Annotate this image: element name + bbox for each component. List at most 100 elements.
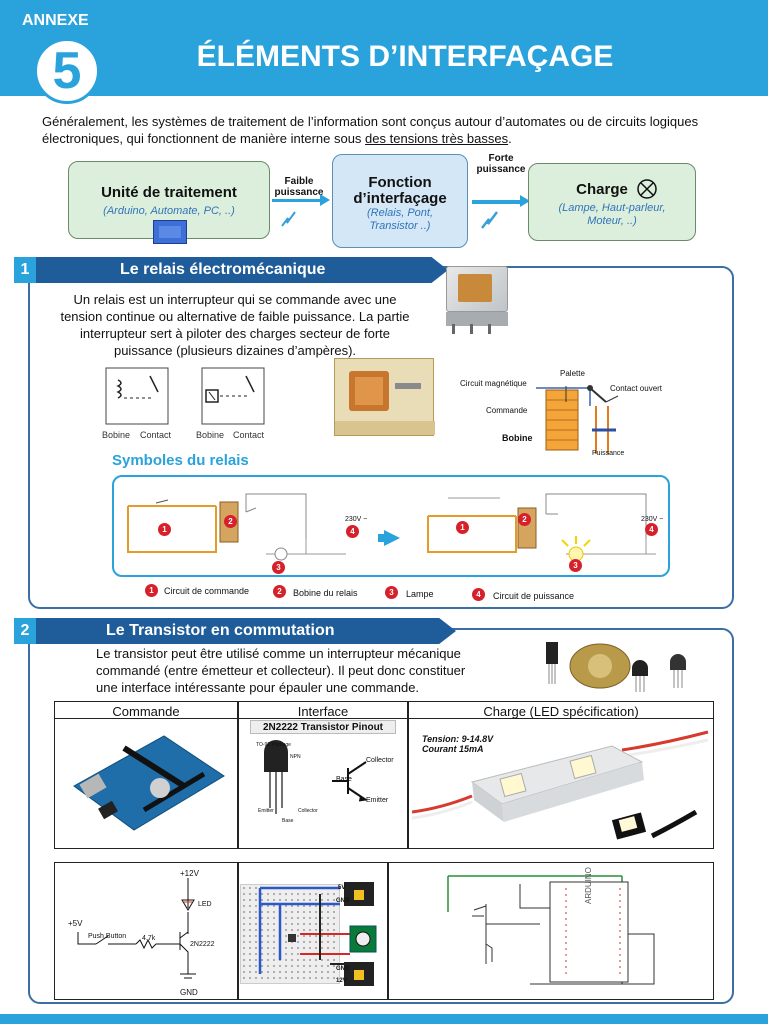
relay-diagram xyxy=(536,385,619,454)
bb-12v: 12V xyxy=(336,978,347,984)
header-commande: Commande xyxy=(112,704,180,719)
voltage-label-1: 230V ~ xyxy=(345,516,368,523)
transistor-schematic xyxy=(77,878,196,979)
annex-number: 5 xyxy=(52,42,82,100)
sch-push-button: Push Button xyxy=(88,933,127,940)
relais-text-2: tension continue ou alternative de faibl… xyxy=(60,309,410,324)
header-charge: Charge (LED spécification) xyxy=(483,704,639,719)
relay-circuit-diagrams xyxy=(127,493,656,562)
faible-line1: Faible xyxy=(284,176,314,187)
faible-puissance-label: Faible puissance xyxy=(272,176,326,198)
pinout-base: Base xyxy=(336,776,352,783)
fonction-title-2: d’interfaçage xyxy=(353,190,447,207)
bb-5v: 5V xyxy=(338,885,346,891)
charge-sub-1: (Lampe, Haut-parleur, xyxy=(558,202,666,214)
sym1-bobine: Bobine xyxy=(102,430,131,440)
label-contact-ouvert: Contact ouvert xyxy=(610,384,663,393)
relais-text-1: Un relais est un interrupteur qui se com… xyxy=(73,292,397,307)
bb-gnd-1: GND xyxy=(336,898,350,904)
charge-sub-2: Moteur, ..) xyxy=(587,215,637,227)
transistor-photos xyxy=(546,642,686,692)
cell-arduino-schematic xyxy=(388,862,714,1000)
legend-label-2: Bobine du relais xyxy=(293,588,358,598)
transistor-text-2: commandé (entre émetteur et collecteur).… xyxy=(96,663,466,678)
circuit-marker-3: 3 xyxy=(272,561,285,574)
arduino-board-photo xyxy=(73,735,225,831)
breadboard-wiring xyxy=(258,882,377,986)
pinout-package: TO-92 Package xyxy=(256,742,291,748)
sch-led: LED xyxy=(198,901,212,908)
relay-symbol-1 xyxy=(105,367,169,425)
intro-underlined: des tensions très basses xyxy=(365,131,509,146)
sch-resistor: 4.7k xyxy=(142,935,156,942)
forte-line1: Forte xyxy=(488,153,514,164)
microchip-icon xyxy=(153,220,187,244)
legend-num-2: 2 xyxy=(273,585,286,598)
label-circuit-magnetique: Circuit magnétique xyxy=(460,379,527,388)
legend-label-1: Circuit de commande xyxy=(164,586,250,596)
footer-band xyxy=(0,1014,768,1024)
led-module-photo xyxy=(412,730,709,840)
voltage-label-2: 230V ~ xyxy=(641,516,664,523)
intro-end: . xyxy=(508,131,512,146)
cell-charge xyxy=(408,701,714,849)
circuit-marker-1: 1 xyxy=(158,523,171,536)
section-1-number: 1 xyxy=(14,257,36,283)
intro-text: Généralement, les systèmes de traitement… xyxy=(42,114,699,146)
pinout-collector: Collector xyxy=(366,757,394,764)
transistor-text-3: une interface intéressante pour épauler … xyxy=(96,680,420,695)
section-2-number: 2 xyxy=(14,618,36,644)
unite-title: Unité de traitement xyxy=(101,184,237,201)
sch-2n2222: 2N2222 xyxy=(190,941,215,948)
header-band xyxy=(0,0,768,96)
bb-gnd-2: GND xyxy=(336,966,350,972)
transistor-text-1: Le transistor peut être utilisé comme un… xyxy=(96,646,461,661)
arduino-schematic xyxy=(447,875,655,985)
relais-paragraph: Un relais est un interrupteur qui se com… xyxy=(40,291,430,359)
relay-photo xyxy=(440,258,514,336)
fonction-title-1: Fonction xyxy=(368,174,432,191)
legend-num-4: 4 xyxy=(472,588,485,601)
cell-schematic xyxy=(54,862,238,1000)
pinout-emitter: Emitter xyxy=(366,797,389,804)
header-interface: Interface xyxy=(297,704,349,719)
sch-5v: +5V xyxy=(68,919,83,928)
arrow-2-line xyxy=(472,200,522,204)
arrow-1-head-icon xyxy=(320,194,330,206)
lamp-symbol-icon xyxy=(637,179,657,199)
circuit-marker-1b: 1 xyxy=(456,521,469,534)
legend-num-1: 1 xyxy=(145,584,158,597)
pinout-collector-pin: Collector xyxy=(298,808,318,814)
label-puissance: Puissance xyxy=(592,450,625,457)
signal-lightning-icon xyxy=(281,211,296,227)
sym2-contact: Contact xyxy=(233,430,265,440)
forte-line2: puissance xyxy=(476,164,526,175)
relay-inside-photo xyxy=(334,358,435,436)
arduino-chip-label: ARDUINO xyxy=(584,867,593,904)
cell-commande xyxy=(54,701,238,849)
annex-number-badge: 5 xyxy=(34,38,100,104)
page-title: ÉLÉMENTS D’INTERFAÇAGE xyxy=(196,40,614,73)
sym1-contact: Contact xyxy=(140,430,172,440)
label-palette: Palette xyxy=(560,369,585,378)
box-fonction-interfacage: Fonction d’interfaçage (Relais, Pont, Tr… xyxy=(332,154,468,248)
cell-interface xyxy=(238,701,408,849)
relais-text-4: puissance (plusieurs dizaines d’ampères)… xyxy=(113,343,357,358)
signal-lightning-icon-2 xyxy=(481,211,498,229)
box-charge: Charge (Lampe, Haut-parleur, Moteur, ..) xyxy=(528,163,696,241)
table-header-divider xyxy=(54,718,714,719)
circuit-marker-3b: 3 xyxy=(569,559,582,572)
fonction-sub-2: Transistor ..) xyxy=(369,220,431,232)
relay-circuit-panel xyxy=(112,475,670,577)
legend-num-3: 3 xyxy=(385,586,398,599)
legend-label-3: Lampe xyxy=(406,589,434,599)
cell-breadboard xyxy=(238,862,388,1000)
circuit-marker-4b: 4 xyxy=(645,523,658,536)
symbols-title: Symboles du relais xyxy=(112,452,249,469)
sch-12v: +12V xyxy=(180,869,199,878)
sch-gnd: GND xyxy=(180,988,198,997)
forte-puissance-label: Forte puissance xyxy=(470,153,532,175)
arrow-1-line xyxy=(272,199,320,202)
relay-symbol-2 xyxy=(201,367,265,425)
pinout-npn: NPN xyxy=(290,754,301,760)
